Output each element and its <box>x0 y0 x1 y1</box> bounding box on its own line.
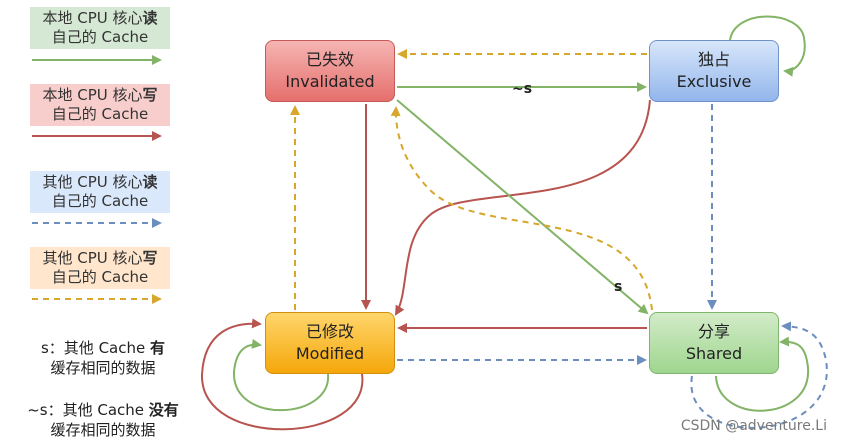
edge-exclusive-self-loop <box>729 15 806 77</box>
edge-modified-self-loop-write <box>200 318 364 431</box>
watermark: CSDN @adventure.Li <box>680 418 827 434</box>
state-exclusive: 独占 Exclusive <box>649 40 779 102</box>
state-modified: 已修改 Modified <box>265 312 395 374</box>
edge-shared-self-loop-read <box>715 336 810 412</box>
edge-label-shared: s <box>614 279 623 295</box>
state-invalidated: 已失效 Invalidated <box>265 40 395 102</box>
legend-local-read: 本地 CPU 核心读 自己的 Cache <box>30 7 170 49</box>
state-invalidated-zh: 已失效 <box>305 50 354 69</box>
edge-exclusive-to-modified <box>394 99 651 316</box>
edge-label-not-shared: ~s <box>512 81 533 97</box>
state-modified-en: Modified <box>295 344 365 363</box>
state-shared-zh: 分享 <box>697 322 730 341</box>
state-exclusive-zh: 独占 <box>697 50 730 69</box>
note-not-shared: ~s：其他 Cache 没有 缓存相同的数据 <box>27 401 179 439</box>
legend-remote-write: 其他 CPU 核心写 自己的 Cache <box>30 247 170 289</box>
legend-remote-read: 其他 CPU 核心读 自己的 Cache <box>30 171 170 213</box>
edge-modified-self-loop-read <box>232 338 330 412</box>
note-shared: s：其他 Cache 有 缓存相同的数据 <box>40 339 165 377</box>
edge-invalidated-to-shared <box>396 99 649 315</box>
state-shared: 分享 Shared <box>649 312 779 374</box>
legend-local-write: 本地 CPU 核心写 自己的 Cache <box>30 84 170 126</box>
state-exclusive-en: Exclusive <box>676 72 752 91</box>
edge-shared-to-invalidated <box>390 106 653 311</box>
state-invalidated-en: Invalidated <box>285 72 375 91</box>
state-modified-zh: 已修改 <box>305 322 354 341</box>
state-shared-en: Shared <box>685 344 743 363</box>
